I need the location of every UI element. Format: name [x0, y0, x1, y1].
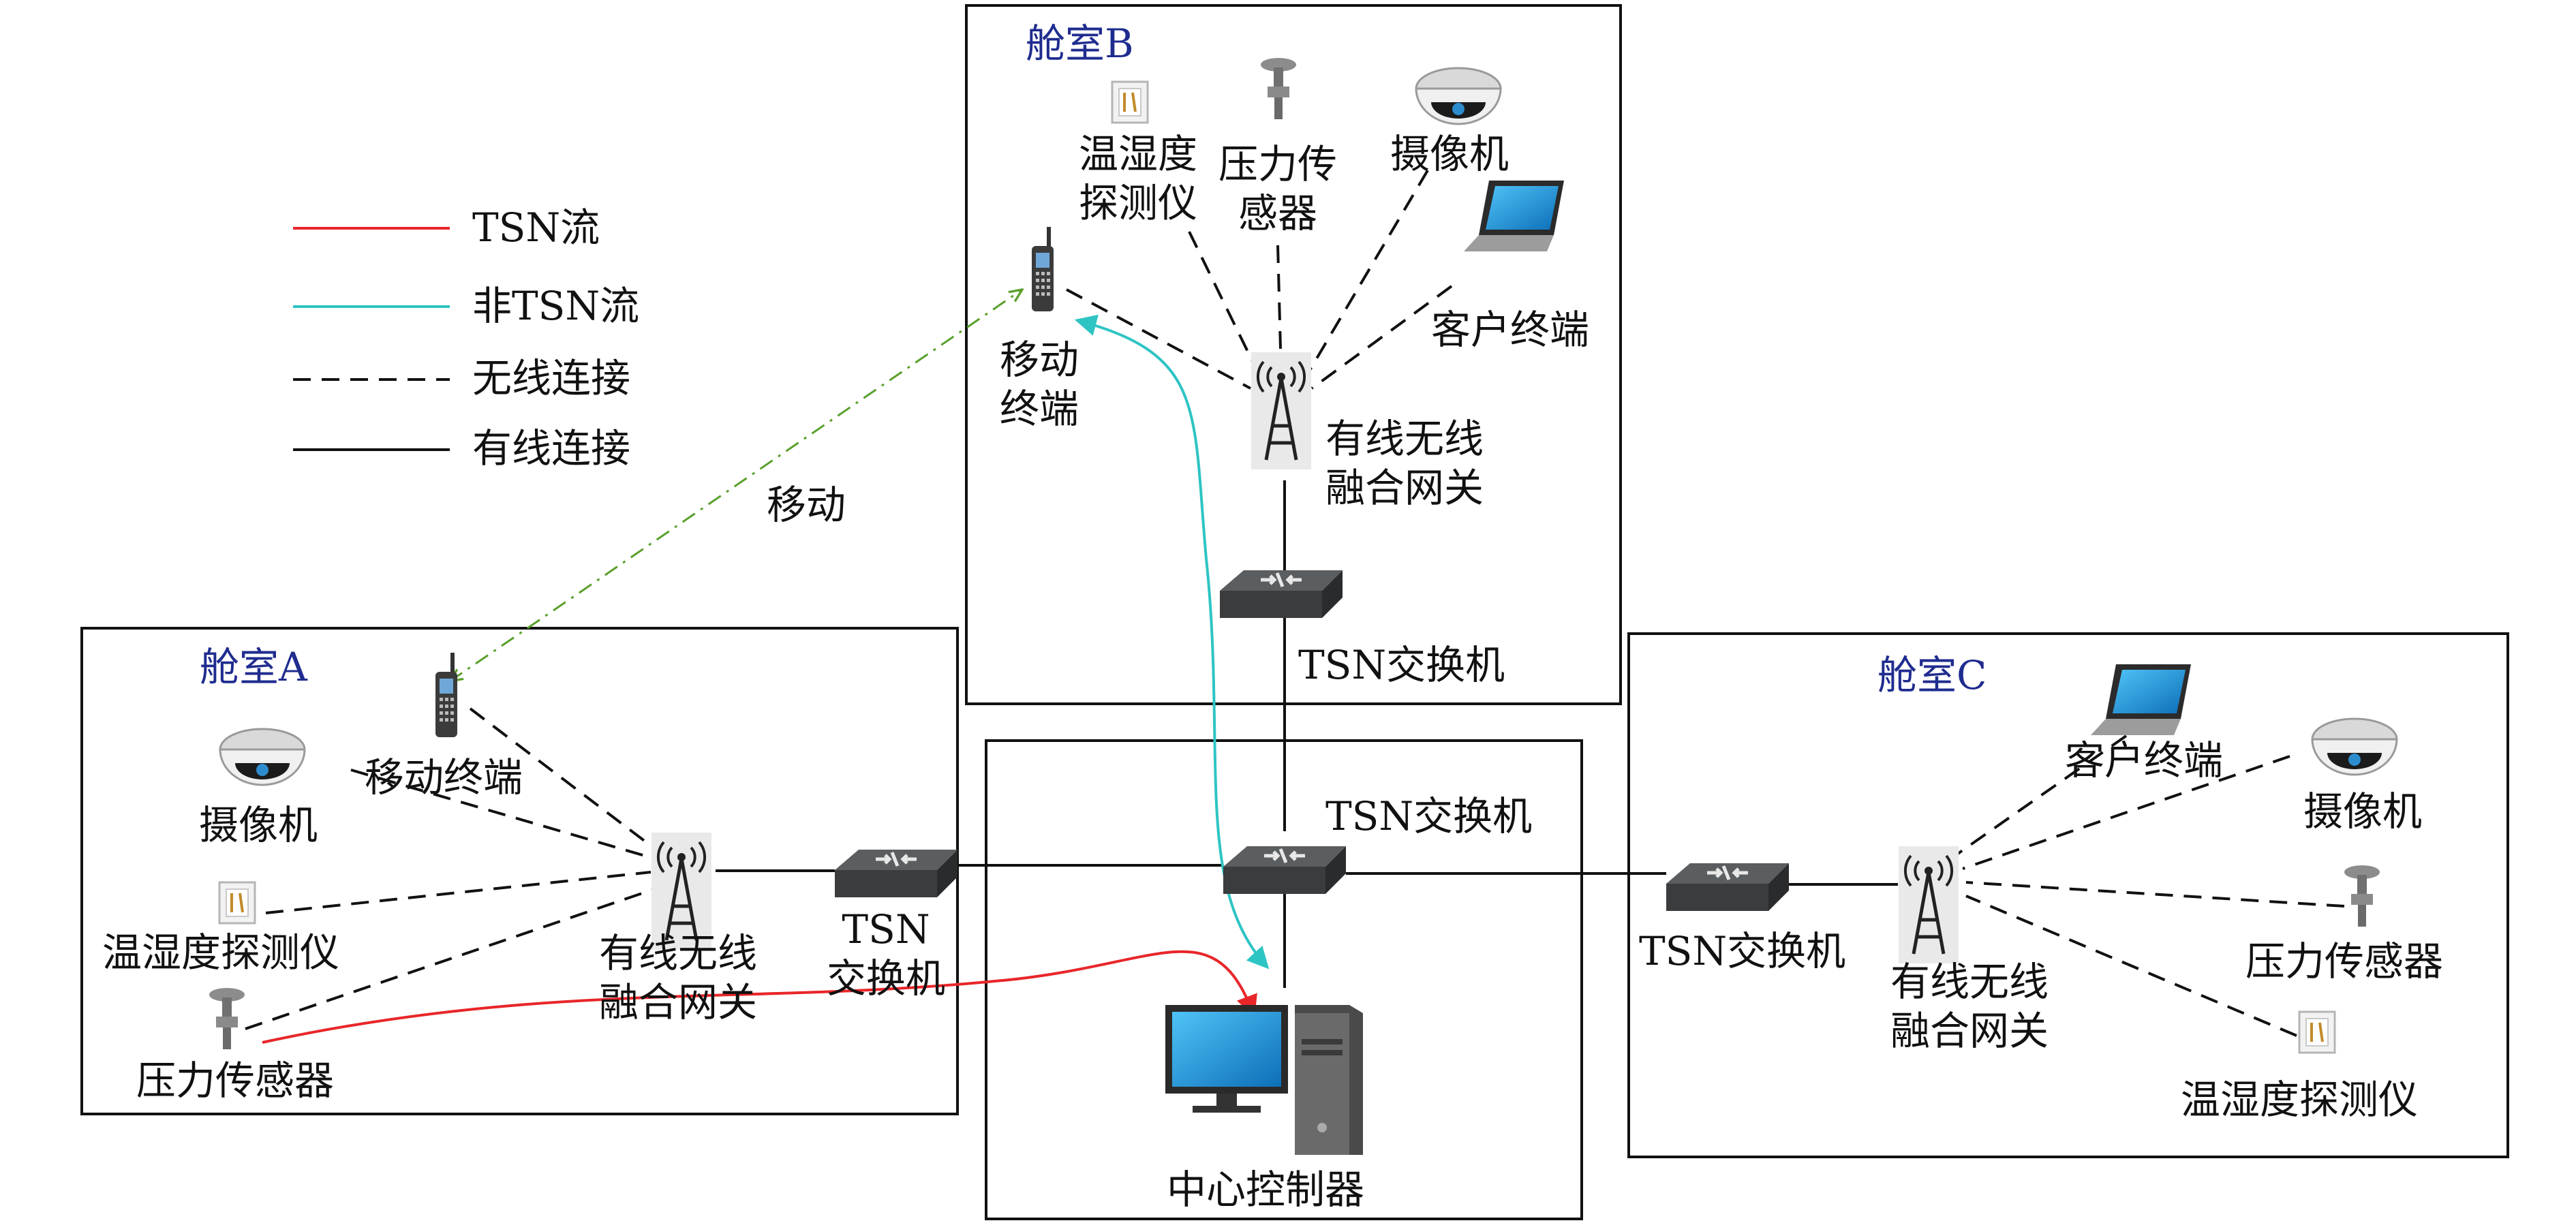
wl-b-client — [1310, 285, 1453, 390]
cabin-b-laptop-icon — [1464, 181, 1564, 251]
wl-b-humidity — [1188, 231, 1262, 379]
wl-a-mobile — [469, 707, 656, 850]
cabin-a-pressure-icon — [209, 988, 245, 1049]
cabin-a-camera-label: 摄像机 — [199, 802, 318, 848]
wl-a-camera — [350, 769, 655, 860]
cabin-b-humidity-line1: 温湿度 — [1078, 131, 1197, 177]
cabin-b-gateway-label: 有线无线 融合网关 — [1325, 414, 1484, 512]
wl-a-pressure — [245, 888, 655, 1030]
wl-a-humidity — [265, 871, 651, 914]
legend-wireless-label: 无线连接 — [472, 355, 631, 401]
center-controller-label: 中心控制器 — [1167, 1166, 1365, 1213]
cabin-b-humidity-icon — [1111, 80, 1149, 124]
cabin-c-box — [1627, 632, 2509, 1158]
cabin-b-camera-label: 摄像机 — [1390, 131, 1509, 177]
cabin-b-switch-icon — [1220, 570, 1343, 618]
cabin-b-gateway-line1: 有线无线 — [1325, 416, 1484, 462]
center-switch-icon — [1223, 846, 1346, 894]
cabin-b-mobile-label: 移动 终端 — [981, 335, 1097, 433]
cabin-a-gateway-line1: 有线无线 — [598, 930, 757, 976]
cabin-c-title: 舱室C — [1877, 652, 1987, 698]
cabin-c-gateway-line1: 有线无线 — [1890, 959, 2049, 1005]
cabin-c-pressure-icon — [2344, 865, 2380, 927]
cabin-a-camera-icon — [219, 728, 306, 786]
cabin-c-humidity-label: 温湿度探测仪 — [2181, 1077, 2419, 1123]
cabin-b-title: 舱室B — [1026, 20, 1134, 67]
center-switch-label: TSN交换机 — [1325, 793, 1533, 839]
cabin-c-laptop-icon — [2091, 664, 2191, 735]
cabin-c-gateway-icon — [1899, 846, 1959, 963]
wl-b-pressure — [1276, 245, 1283, 375]
cabin-c-pressure-label: 压力传感器 — [2245, 938, 2444, 985]
cabin-c-gateway-label: 有线无线 融合网关 — [1867, 957, 2072, 1055]
legend — [293, 227, 450, 451]
move-label: 移动 — [767, 482, 846, 528]
wl-c-client — [1954, 734, 2128, 856]
cabin-b-pressure-icon — [1261, 58, 1296, 119]
move-path — [450, 290, 1022, 681]
cabin-a-phone-icon — [435, 653, 457, 737]
cabin-a-humidity-icon — [218, 881, 256, 925]
cabin-b-humidity-label: 温湿度 探测仪 — [1060, 129, 1216, 228]
cabin-b-pressure-line2: 感器 — [1238, 190, 1317, 236]
wl-c-pressure — [1965, 881, 2345, 908]
cabin-b-gateway-line2: 融合网关 — [1325, 465, 1484, 511]
cabin-a-gateway-line2: 融合网关 — [598, 979, 757, 1025]
legend-non-tsn-label: 非TSN流 — [472, 283, 640, 329]
cabin-a-switch-line2: 交换机 — [826, 955, 945, 1002]
cabin-a-title: 舱室A — [200, 644, 307, 690]
cabin-b-client-label: 客户终端 — [1431, 307, 1590, 353]
wl-c-humidity — [1965, 895, 2297, 1037]
center-pc-icon — [1165, 1005, 1363, 1155]
cabin-b-pressure-line1: 压力传 — [1218, 141, 1337, 187]
cabin-a-switch-line1: TSN — [842, 906, 930, 953]
cabin-b-pressure-label: 压力传 感器 — [1203, 140, 1353, 238]
cabin-c-humidity-icon — [2298, 1010, 2336, 1054]
cabin-a-mobile-label: 移动终端 — [365, 754, 523, 801]
cabin-b-mobile-line1: 移动 — [999, 337, 1079, 383]
cabin-c-camera-icon — [2311, 717, 2398, 776]
cabin-c-gateway-line2: 融合网关 — [1890, 1008, 2049, 1054]
cabin-c-switch-icon — [1666, 863, 1789, 911]
legend-tsn-label: TSN流 — [472, 204, 600, 251]
cabin-b-mobile-line2: 终端 — [999, 386, 1079, 432]
cabin-a-pressure-label: 压力传感器 — [136, 1057, 335, 1104]
wl-c-camera — [1962, 755, 2290, 870]
cabin-a-switch-icon — [835, 850, 957, 897]
cabin-c-switch-label: TSN交换机 — [1639, 928, 1846, 974]
cabin-a-switch-label: TSN 交换机 — [801, 905, 971, 1003]
cabin-b-humidity-line2: 探测仪 — [1078, 180, 1197, 226]
cabin-b-switch-label: TSN交换机 — [1298, 642, 1505, 688]
cabin-c-client-label: 客户终端 — [2065, 737, 2224, 784]
cabin-c-camera-label: 摄像机 — [2303, 788, 2423, 835]
wl-b-camera — [1304, 169, 1429, 380]
cabin-b-gateway-icon — [1251, 352, 1311, 469]
cabin-a-humidity-label: 温湿度探测仪 — [102, 929, 340, 976]
cabin-b-camera-icon — [1415, 67, 1502, 125]
cabin-a-gateway-label: 有线无线 融合网关 — [576, 929, 780, 1027]
cabin-b-phone-icon — [1032, 227, 1054, 311]
legend-wired-label: 有线连接 — [472, 425, 631, 471]
